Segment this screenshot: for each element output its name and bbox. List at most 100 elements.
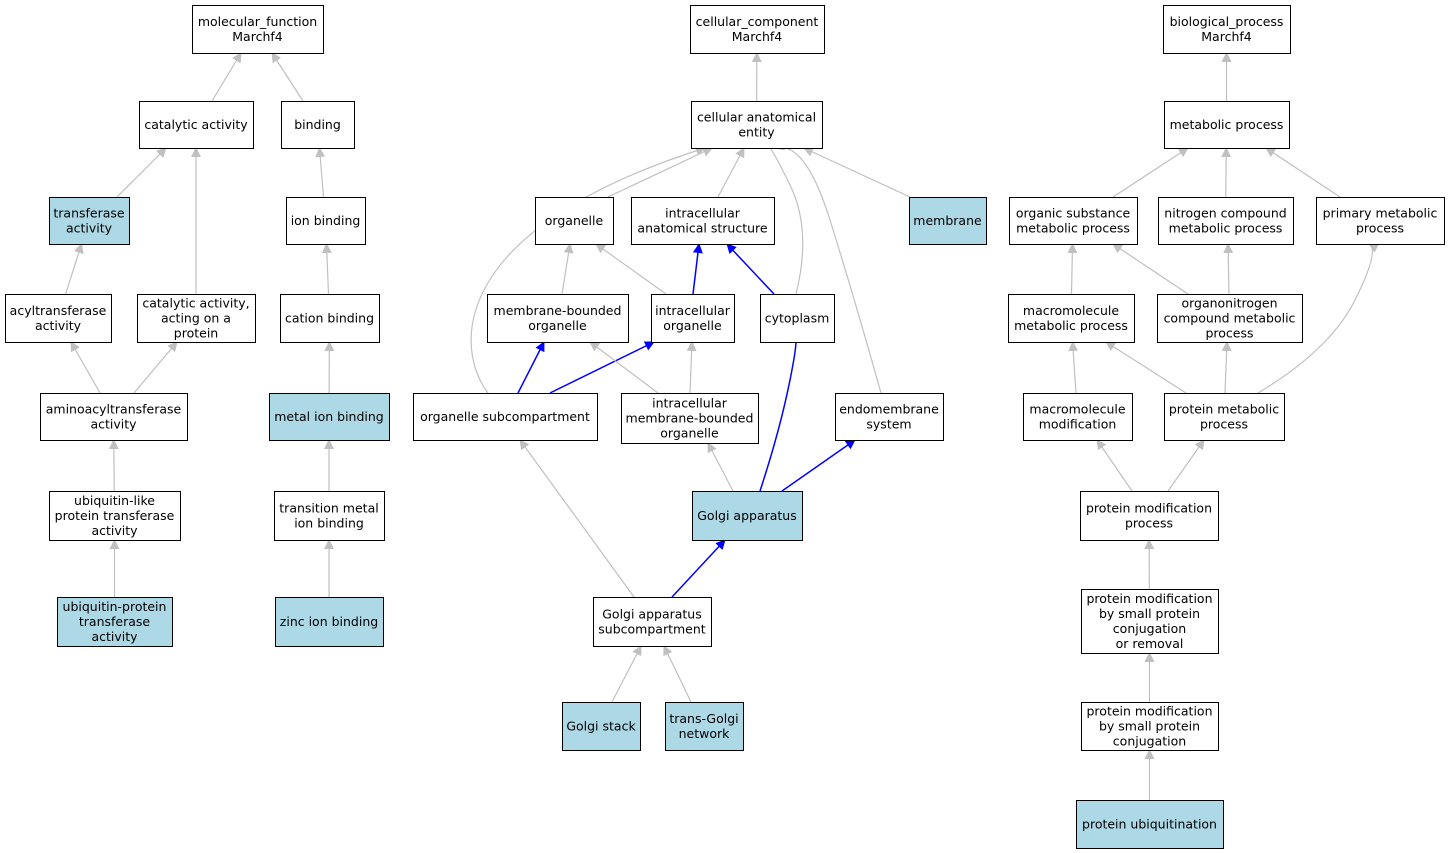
node-ubiquitination[interactable]: protein ubiquitination bbox=[1076, 800, 1224, 849]
node-label-line: macromolecule bbox=[1029, 402, 1125, 417]
node-label-line: by small protein bbox=[1099, 719, 1200, 734]
node-zinc[interactable]: zinc ion binding bbox=[275, 597, 384, 647]
node-box bbox=[1080, 491, 1219, 541]
node-label-line: organelle bbox=[545, 213, 604, 228]
node-box bbox=[835, 393, 944, 441]
edge-macromol_met-to-organic_sub bbox=[1067, 243, 1078, 295]
node-label-line: intracellular bbox=[655, 303, 731, 318]
node-label-line: ubiquitin-protein bbox=[63, 599, 167, 614]
node-label-line: Marchf4 bbox=[732, 29, 783, 44]
node-label-line: membrane-bounded bbox=[626, 411, 754, 426]
node-label-line: conjugation bbox=[1113, 734, 1186, 749]
node-label-line: cellular anatomical bbox=[697, 110, 816, 125]
edge-organic_sub-to-metabolic bbox=[1112, 147, 1189, 198]
node-metabolic[interactable]: metabolic process bbox=[1164, 101, 1290, 149]
node-box bbox=[1158, 197, 1294, 245]
node-label-line: process bbox=[1205, 326, 1253, 341]
node-label-line: ion binding bbox=[291, 213, 361, 228]
node-label-line: modification bbox=[1039, 417, 1117, 432]
edge-aminoacyl-to-catalytic_protein bbox=[133, 341, 178, 394]
node-box bbox=[535, 197, 614, 245]
node-metal-ion[interactable]: metal ion binding bbox=[269, 393, 390, 441]
node-osub[interactable]: organelle subcompartment bbox=[413, 393, 598, 441]
node-label-line: organonitrogen bbox=[1181, 296, 1277, 311]
node-label-line: Golgi apparatus bbox=[697, 508, 797, 523]
node-box bbox=[57, 597, 173, 647]
node-label-line: activity bbox=[66, 221, 113, 236]
node-label-line: activity bbox=[35, 318, 82, 333]
edge-protein_mod-to-protein_met bbox=[1167, 439, 1205, 492]
node-box bbox=[1164, 393, 1285, 441]
node-box bbox=[1023, 393, 1133, 441]
node-box bbox=[274, 491, 385, 541]
node-box bbox=[269, 393, 390, 441]
node-label-line: compound metabolic bbox=[1164, 311, 1296, 326]
edge-golgi_sub-to-osub bbox=[519, 439, 635, 598]
node-organelle[interactable]: organelle bbox=[535, 197, 614, 245]
node-label-line: organelle subcompartment bbox=[420, 409, 590, 424]
edge-io-to-ias bbox=[692, 243, 703, 295]
node-label-line: trans-Golgi bbox=[669, 711, 738, 726]
node-label-line: entity bbox=[738, 125, 775, 140]
edges-layer bbox=[65, 52, 1380, 800]
edge-macromol_mod-to-macromol_met bbox=[1068, 341, 1079, 394]
edge-io-to-organelle bbox=[595, 243, 667, 295]
node-membrane[interactable]: membrane bbox=[909, 197, 987, 245]
node-label-line: process bbox=[1200, 417, 1248, 432]
node-golgi-stack[interactable]: Golgi stack bbox=[562, 702, 641, 751]
node-label-line: ion binding bbox=[294, 516, 364, 531]
node-cytoplasm[interactable]: cytoplasm bbox=[760, 294, 835, 343]
node-label-line: subcompartment bbox=[598, 622, 705, 637]
node-golgi[interactable]: Golgi apparatus bbox=[692, 491, 803, 541]
edge-golgi-to-cytoplasm bbox=[759, 331, 802, 492]
node-cation-binding[interactable]: cation binding bbox=[280, 294, 380, 343]
edge-organonitrogen-to-organic_sub bbox=[1112, 243, 1189, 295]
node-ion-binding[interactable]: ion binding bbox=[286, 197, 366, 245]
edge-golgi_sub-to-golgi bbox=[671, 539, 726, 598]
node-label-line: transferase bbox=[79, 614, 151, 629]
edge-ias-to-cae bbox=[717, 147, 745, 198]
node-box bbox=[49, 197, 130, 245]
edge-catalytic-to-mf_root bbox=[211, 52, 242, 102]
node-label-line: ubiquitin-like bbox=[74, 493, 155, 508]
edge-organonitrogen-to-nitrogen bbox=[1223, 243, 1234, 295]
node-box bbox=[690, 5, 825, 54]
edge-protein_met-to-primary bbox=[1257, 243, 1380, 394]
edge-osub-to-mbo bbox=[517, 341, 545, 394]
node-box bbox=[49, 491, 181, 541]
node-catalytic[interactable]: catalytic activity bbox=[139, 101, 254, 149]
node-label-line: biological_process bbox=[1170, 14, 1284, 29]
edge-tgn-to-golgi_sub bbox=[663, 645, 692, 703]
node-label-line: aminoacyltransferase bbox=[46, 402, 182, 417]
node-binding[interactable]: binding bbox=[281, 101, 355, 149]
